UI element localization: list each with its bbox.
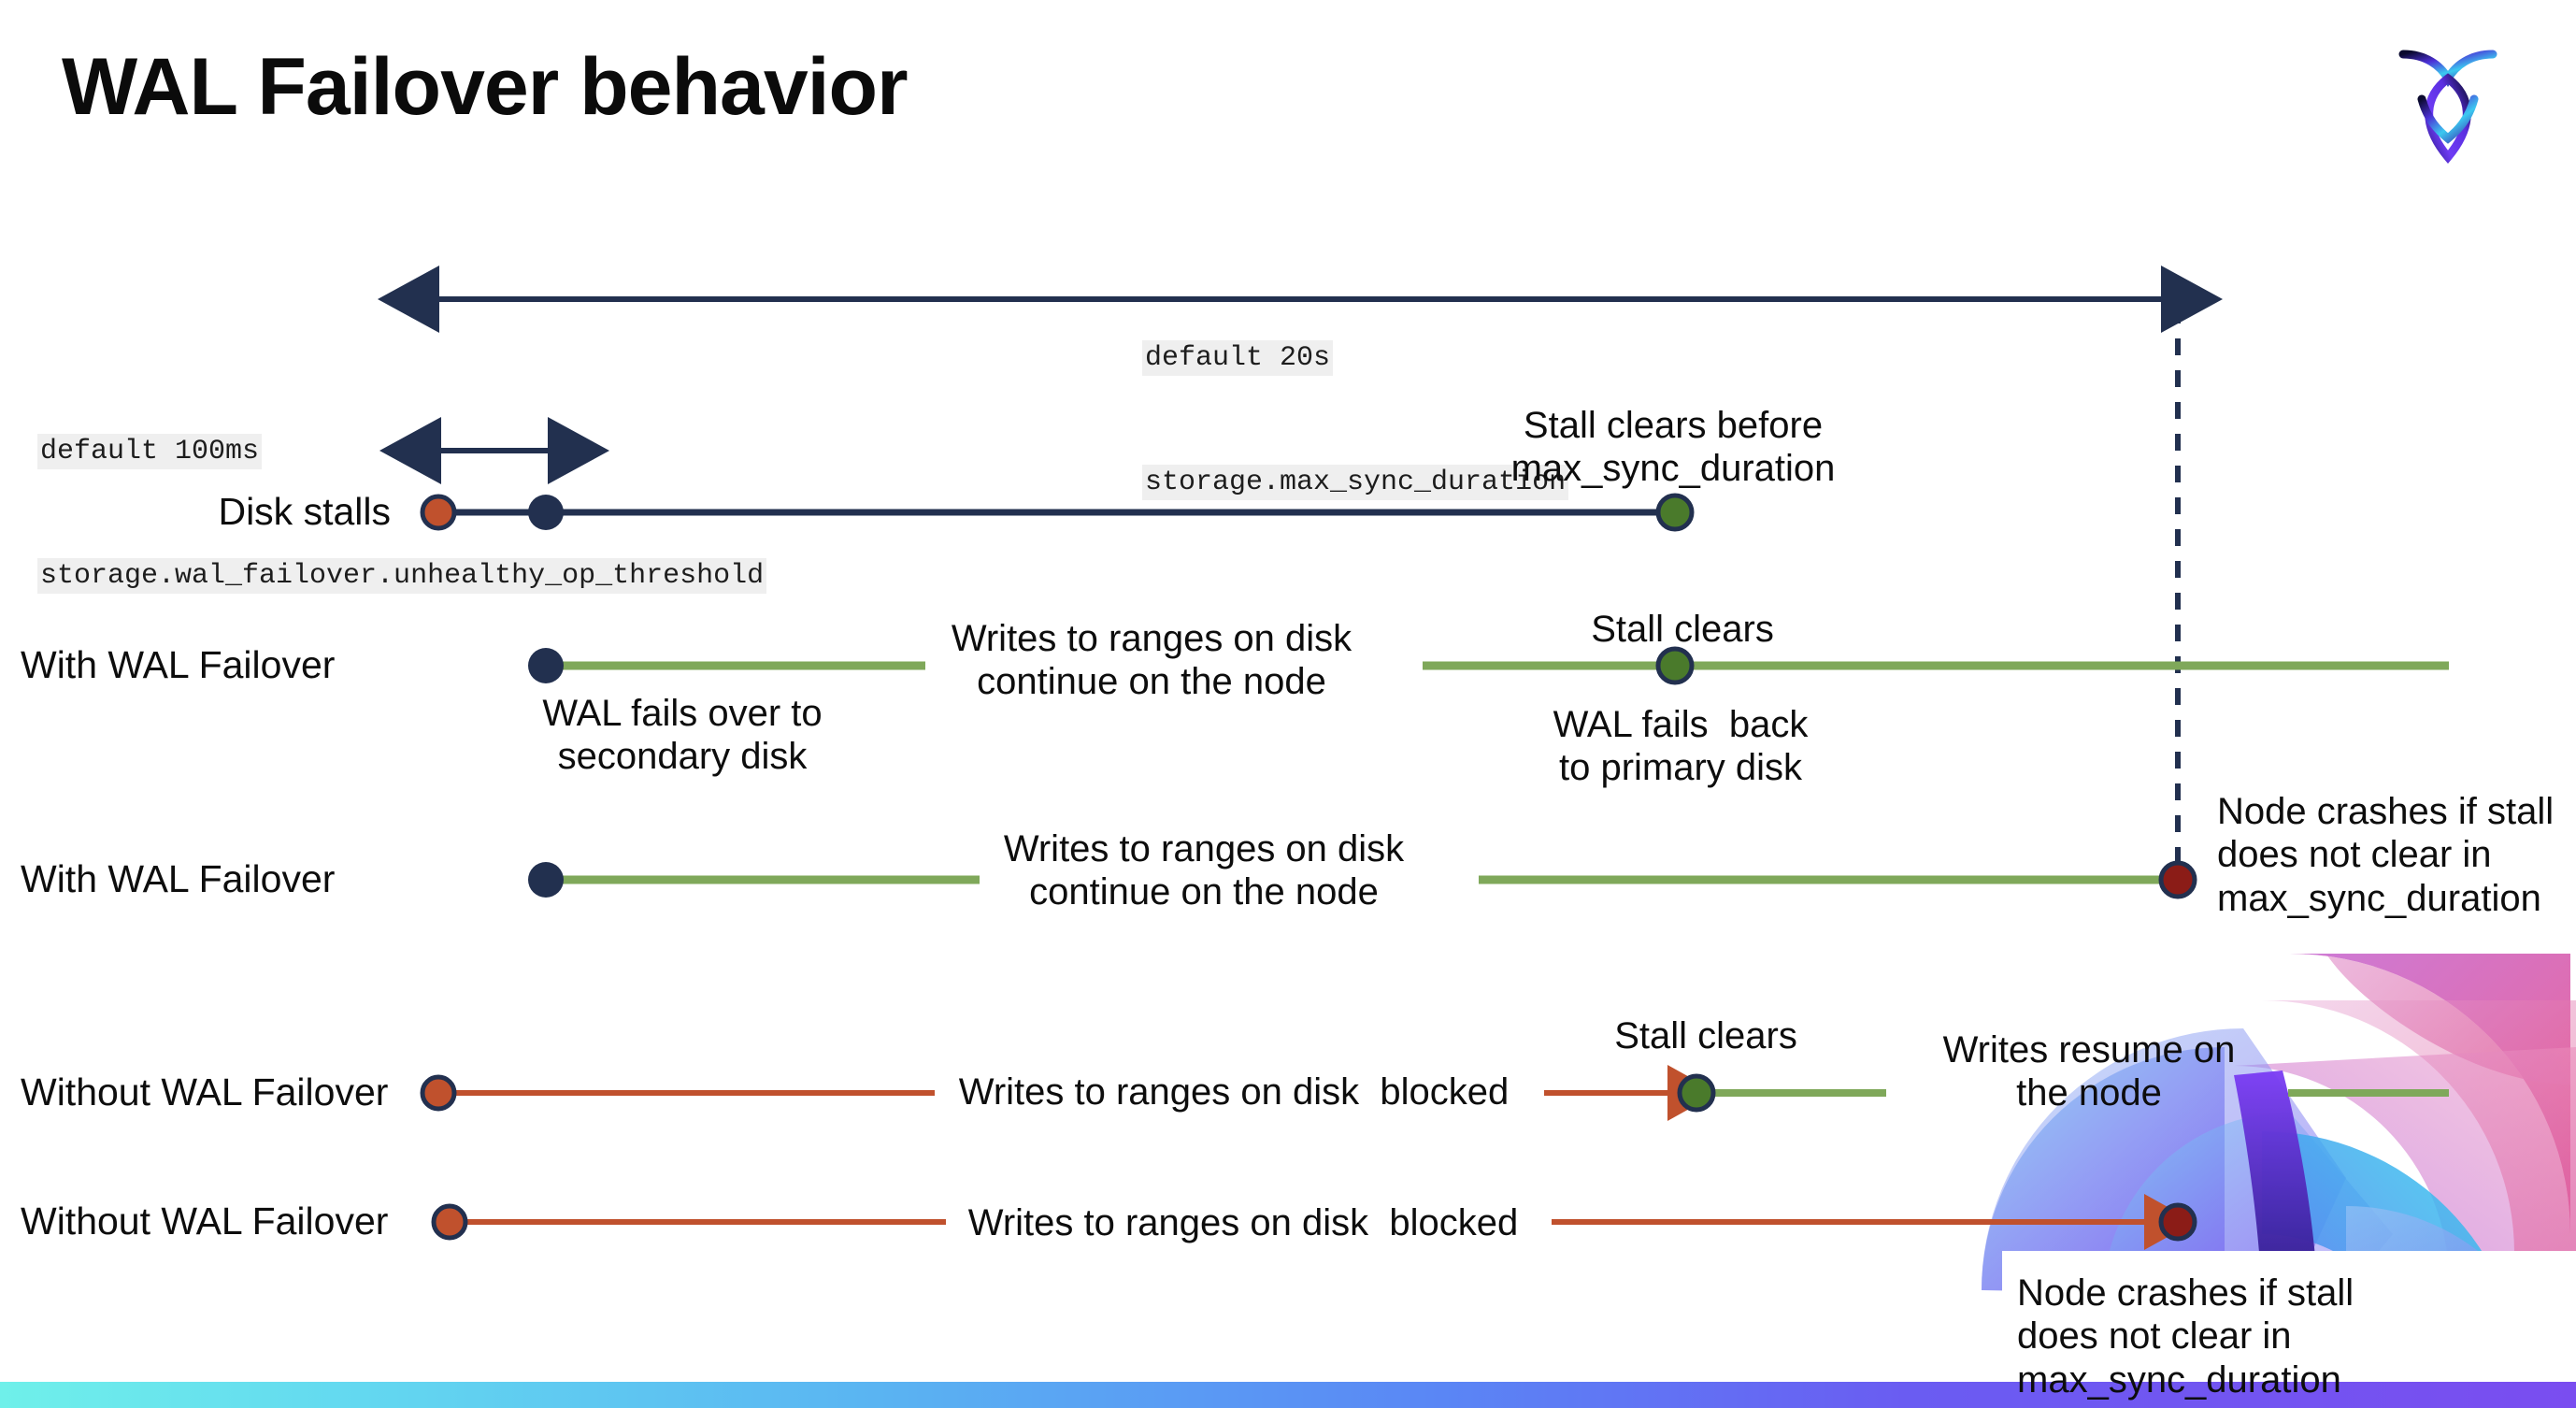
caption-backdrop — [2002, 1251, 2576, 1382]
row-without-wal-failover-crashes-track — [431, 1194, 2197, 1250]
annotation-writes-continue-row3: Writes to ranges on disk continue on the… — [1003, 828, 1405, 913]
row-label-with-wal-failover-1: With WAL Failover — [21, 643, 336, 686]
annotation-stall-clears-row4: Stall clears — [1614, 1015, 1797, 1056]
annotation-writes-continue-row2: Writes to ranges on disk continue on the… — [951, 618, 1352, 703]
row-disk-stalls-track — [420, 493, 1695, 532]
row-with-wal-failover-recovers-track — [528, 646, 2449, 685]
cockroachdb-logo-icon — [2398, 50, 2497, 165]
row-without-wal-failover-recovers-track — [420, 1065, 2449, 1121]
unhealthy-setting-name: storage.wal_failover.unhealthy_op_thresh… — [37, 557, 767, 594]
row-label-disk-stalls: Disk stalls — [218, 490, 391, 533]
annotation-stall-clears-before: Stall clears before max_sync_duration — [1510, 405, 1836, 490]
annotation-writes-blocked-row5: Writes to ranges on disk blocked — [967, 1202, 1519, 1243]
annotation-wal-fails-over: WAL fails over to secondary disk — [542, 693, 823, 778]
unhealthy-op-threshold-setting: default 100ms storage.wal_failover.unhea… — [37, 348, 767, 680]
footer-gradient-bar — [0, 1382, 2576, 1408]
max-sync-default-value: default 20s — [1142, 339, 1334, 376]
annotation-stall-clears-row2: Stall clears — [1591, 609, 1774, 650]
max-sync-duration-setting: default 20s storage.max_sync_duration — [1142, 254, 1569, 586]
max-sync-duration-axis — [378, 266, 2223, 879]
annotation-wal-fails-back: WAL fails back to primary disk — [1553, 704, 1809, 789]
annotation-node-crashes-row3: Node crashes if stall does not clear in … — [2217, 791, 2555, 919]
row-with-wal-failover-crashes-track — [528, 860, 2197, 899]
max-sync-setting-name: storage.max_sync_duration — [1142, 464, 1569, 500]
annotation-writes-resume-row4: Writes resume on the node — [1942, 1029, 2236, 1114]
row-label-without-wal-failover-1: Without WAL Failover — [21, 1070, 389, 1113]
page-title: WAL Failover behavior — [62, 42, 909, 132]
annotation-writes-blocked-row4: Writes to ranges on disk blocked — [958, 1071, 1510, 1113]
unhealthy-default-value: default 100ms — [37, 433, 263, 469]
annotation-node-crashes-row5: Node crashes if stall does not clear in … — [2017, 1272, 2354, 1401]
row-label-without-wal-failover-2: Without WAL Failover — [21, 1200, 389, 1243]
row-label-with-wal-failover-2: With WAL Failover — [21, 857, 336, 900]
